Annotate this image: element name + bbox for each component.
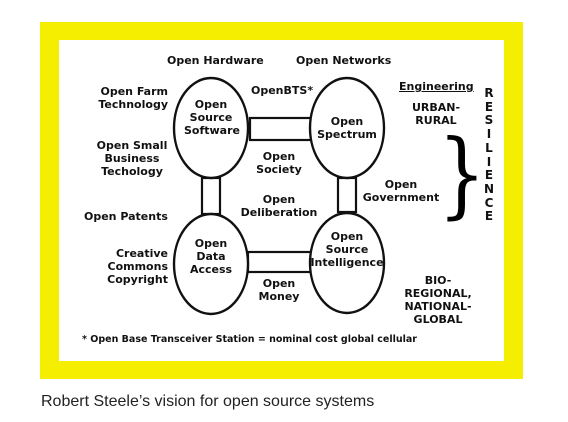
ellipse-open-data-access: [172, 212, 250, 316]
node-open-source-intelligence: Open Source Intelligence: [310, 230, 384, 269]
ellipse-open-spectrum: [308, 76, 386, 180]
connector-software-data: [200, 176, 222, 216]
label-openbts: OpenBTS*: [251, 84, 314, 97]
label-open-deliberation: Open Deliberation: [240, 193, 318, 219]
label-open-government: Open Government: [362, 178, 440, 204]
label-bio-regional: BIO- REGIONAL, NATIONAL- GLOBAL: [404, 274, 472, 326]
ellipse-open-source-software: [172, 76, 250, 180]
right-curly-brace: }: [438, 120, 486, 229]
footnote: * Open Base Transceiver Station = nomina…: [82, 334, 417, 345]
node-open-spectrum: Open Spectrum: [317, 115, 377, 141]
label-open-networks: Open Networks: [296, 54, 392, 67]
label-open-small-business: Open Small Business Techology: [96, 139, 168, 178]
image-caption: Robert Steele’s vision for open source s…: [41, 393, 375, 410]
connector-spectrum-intelligence: [336, 176, 358, 214]
label-open-hardware: Open Hardware: [167, 54, 264, 67]
diagram-panel: [59, 40, 504, 361]
node-open-source-software: Open Source Software: [184, 98, 240, 137]
label-open-money: Open Money: [258, 277, 300, 303]
label-resilience-vertical: R E S I L I E N C E: [483, 86, 495, 224]
label-open-patents: Open Patents: [84, 210, 168, 223]
label-engineering: Engineering: [399, 80, 474, 93]
label-urban-rural: URBAN- RURAL: [411, 101, 461, 127]
label-open-society: Open Society: [256, 150, 302, 176]
label-creative-commons: Creative Commons Copyright: [107, 247, 168, 286]
ellipse-open-source-intelligence: [308, 211, 386, 315]
label-open-farm-technology: Open Farm Technology: [98, 85, 168, 111]
node-open-data-access: Open Data Access: [189, 237, 233, 276]
